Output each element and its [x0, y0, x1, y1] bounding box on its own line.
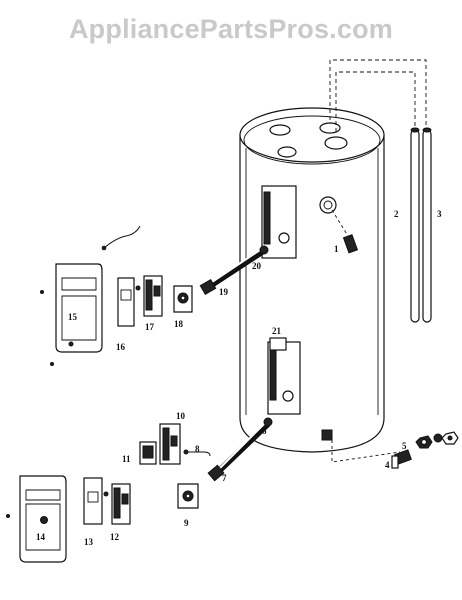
tp-relief-valve — [331, 209, 359, 254]
callout-15: 15 — [68, 312, 78, 322]
callout-19: 19 — [219, 287, 229, 297]
callout-3: 3 — [437, 209, 442, 219]
callout-10: 10 — [176, 411, 186, 421]
pipe-nipples — [329, 59, 432, 323]
callout-5: 5 — [402, 441, 407, 451]
water-heater-tank — [239, 107, 385, 453]
upper-insulation-block — [117, 277, 141, 327]
thermostat-assembly — [139, 423, 181, 465]
upper-heating-element — [199, 245, 269, 296]
lower-insulation-block — [83, 477, 109, 525]
wire-clip — [183, 449, 211, 457]
panel-label-plate — [269, 337, 287, 351]
callout-13: 13 — [84, 537, 94, 547]
lower-thermostat — [111, 483, 131, 525]
screw — [6, 514, 10, 518]
upper-thermostat — [143, 275, 163, 317]
callout-7: 7 — [222, 473, 227, 483]
callout-17: 17 — [145, 322, 155, 332]
callout-14: 14 — [36, 532, 46, 542]
callout-12: 12 — [110, 532, 120, 542]
callout-8: 8 — [195, 444, 200, 454]
callout-21: 21 — [272, 326, 282, 336]
callout-20: 20 — [252, 261, 262, 271]
watermark-text: AppliancePartsPros.com — [68, 14, 393, 44]
callout-4: 4 — [385, 460, 390, 470]
callout-1: 1 — [334, 244, 339, 254]
callout-6: 6 — [262, 426, 267, 436]
upper-thermostat-bracket — [173, 285, 193, 313]
callout-9: 9 — [184, 518, 189, 528]
screw — [50, 362, 54, 366]
callout-2: 2 — [394, 209, 399, 219]
lower-access-cover — [19, 475, 67, 563]
upper-access-cover — [55, 263, 103, 353]
callout-11: 11 — [122, 454, 131, 464]
lower-heating-element — [207, 417, 273, 482]
callout-16: 16 — [116, 342, 126, 352]
drain-valve-assembly — [331, 431, 459, 469]
callout-18: 18 — [174, 319, 184, 329]
callout-labels: 1 2 3 4 5 6 7 8 9 10 11 12 13 14 15 16 1… — [36, 209, 442, 547]
wire-end — [101, 245, 107, 251]
wire-lead — [103, 225, 141, 249]
lower-thermostat-bracket — [177, 483, 199, 509]
screw — [40, 290, 44, 294]
